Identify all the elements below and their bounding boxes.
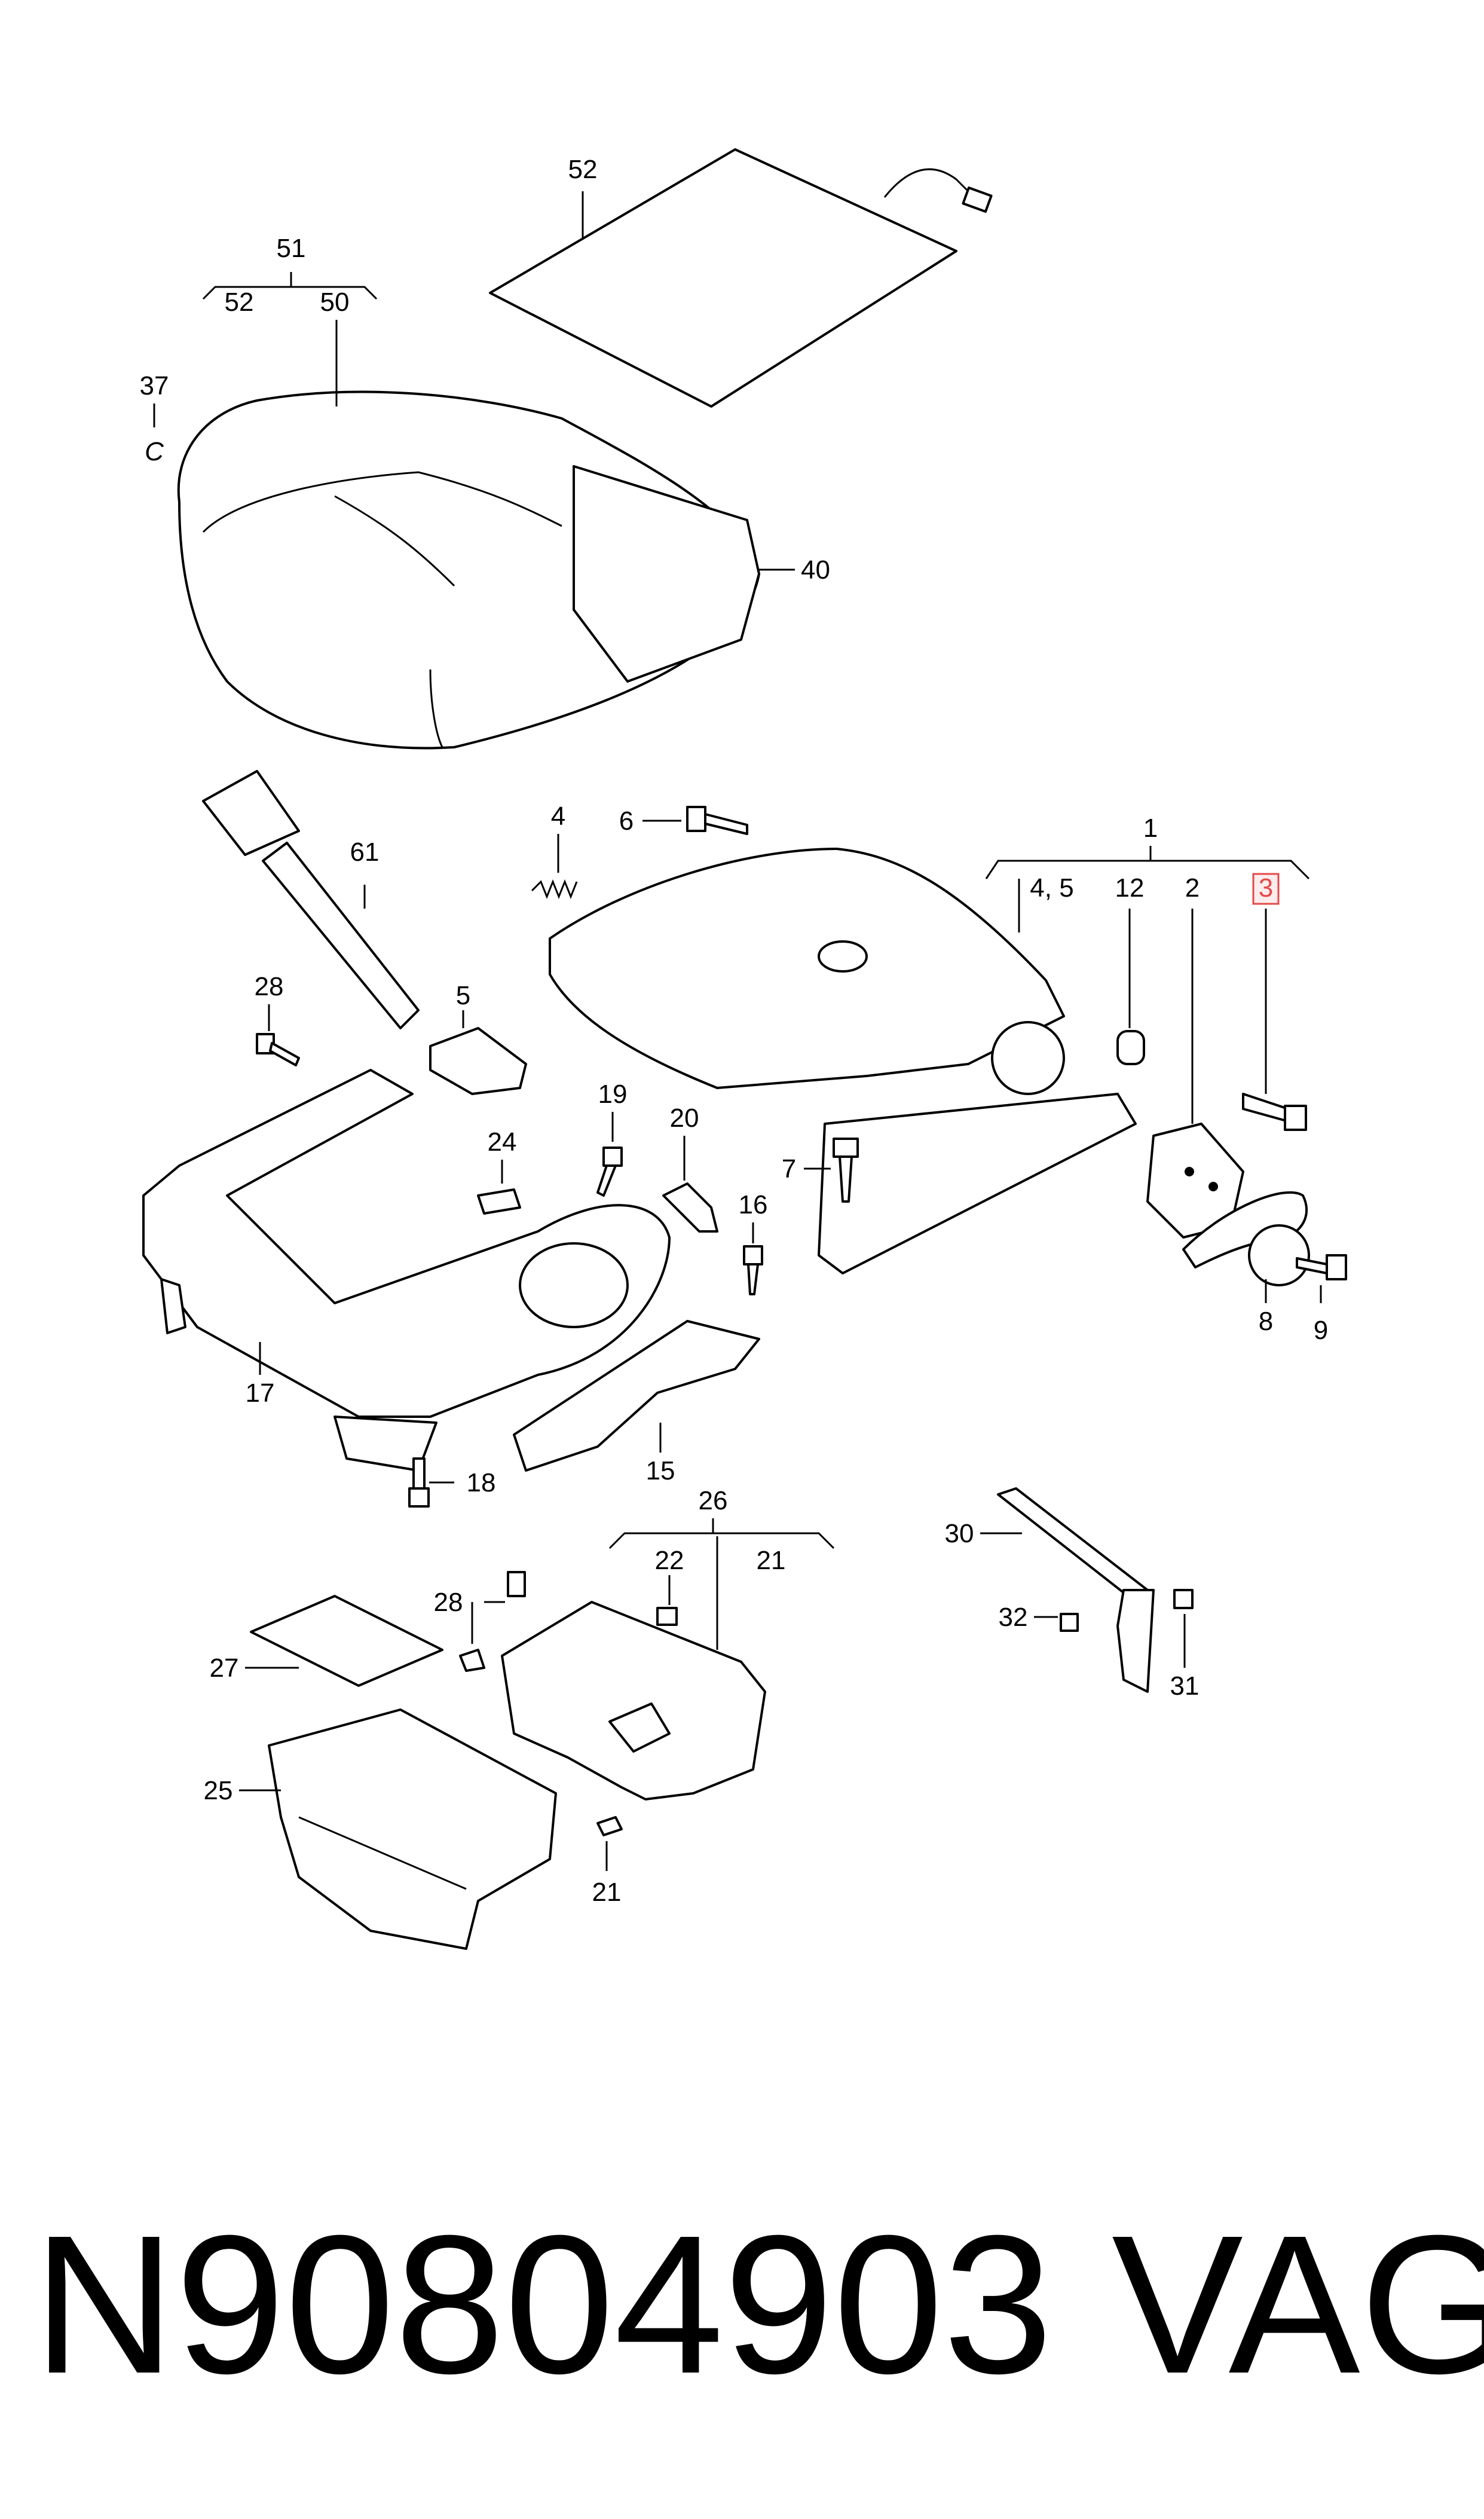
handle-part-5 [429, 1010, 527, 1095]
highlight-box-3 [1252, 873, 1280, 905]
screw-part-28b [459, 1571, 526, 1672]
callout-25: 25 [204, 1776, 233, 1805]
callout-9: 9 [1314, 1316, 1328, 1345]
callout-51: 51 [277, 234, 306, 263]
part-number-label: N90804903 [33, 2194, 1053, 2414]
callout-bracket-26 [608, 1518, 835, 1549]
callout-8: 8 [1259, 1307, 1273, 1336]
callout-5: 5 [456, 981, 470, 1010]
rail-part-30 [980, 1487, 1155, 1693]
callout-1: 1 [1143, 814, 1158, 843]
screw-part-22 [656, 1575, 678, 1626]
callout-22: 22 [655, 1546, 684, 1575]
callout-52-mat: 52 [568, 155, 598, 184]
callout-20: 20 [670, 1103, 699, 1133]
callout-19: 19 [598, 1080, 628, 1109]
callout-24: 24 [488, 1127, 517, 1157]
callout-52: 52 [225, 288, 254, 317]
heating-mat-part [489, 148, 993, 408]
clip-part-24 [477, 1160, 521, 1215]
screw-part-16 [743, 1222, 763, 1295]
pin-part-12 [1116, 909, 1145, 1065]
bolt-part-9 [1296, 1254, 1347, 1303]
callout-50: 50 [320, 288, 350, 317]
callout-4-5: 4, 5 [1030, 873, 1073, 903]
bolt-part-6 [642, 806, 748, 835]
callout-4: 4 [551, 802, 565, 831]
callout-6: 6 [619, 806, 634, 836]
recliner-part-2 [1146, 909, 1244, 1239]
callout-12: 12 [1115, 873, 1145, 903]
callout-61: 61 [350, 837, 380, 867]
callout-17: 17 [246, 1378, 275, 1408]
lever-part-8 [1182, 1191, 1310, 1303]
callout-bracket-1 [985, 846, 1310, 880]
callout-26: 26 [699, 1486, 728, 1515]
callout-16: 16 [739, 1190, 768, 1219]
clip-part-21b [596, 1816, 623, 1871]
screw-part-19 [596, 1112, 623, 1197]
seat-frame-assembly-part [549, 848, 1137, 1274]
callout-18: 18 [467, 1468, 496, 1497]
drawer-part-25 [239, 1708, 557, 1950]
callout-21-upper: 21 [757, 1546, 786, 1575]
callout-28-lower: 28 [434, 1588, 463, 1617]
spring-part-4 [531, 834, 578, 900]
callout-32: 32 [999, 1603, 1028, 1632]
callout-21-lower: 21 [592, 1878, 622, 1907]
seat-frame-trim-part [142, 1069, 671, 1472]
screw-part-32 [1034, 1613, 1079, 1632]
callout-27: 27 [210, 1653, 239, 1683]
callout-31: 31 [1170, 1671, 1200, 1701]
callout-37-symbol: C [145, 437, 164, 466]
callout-40: 40 [801, 555, 830, 585]
screw-part-3 [1242, 909, 1307, 1131]
screw-part-28 [256, 1004, 300, 1066]
callout-30: 30 [945, 1519, 974, 1548]
screw-part-7 [804, 1138, 859, 1203]
bracket-part-20 [662, 1136, 718, 1233]
callout-28-upper: 28 [255, 972, 284, 1001]
callout-15: 15 [646, 1456, 675, 1485]
screw-part-31 [1173, 1589, 1194, 1668]
pad-part-27 [245, 1595, 443, 1687]
screw-part-18 [408, 1457, 454, 1508]
callout-labels: 52 51 52 50 37 C 40 61 4 6 1 4, 5 12 2 3… [140, 155, 1329, 1907]
brand-label: VAG [1112, 2194, 1484, 2414]
belt-buckle-part [202, 770, 420, 1029]
callout-37: 37 [140, 371, 169, 401]
callout-2: 2 [1185, 873, 1200, 903]
callout-7: 7 [782, 1154, 796, 1184]
callout-3-highlighted: 3 [1259, 873, 1273, 903]
callout-bracket-51 [202, 272, 378, 300]
housing-part-21 [501, 1536, 766, 1800]
cover-part [513, 1320, 760, 1472]
seat-cushion-part [177, 320, 760, 750]
